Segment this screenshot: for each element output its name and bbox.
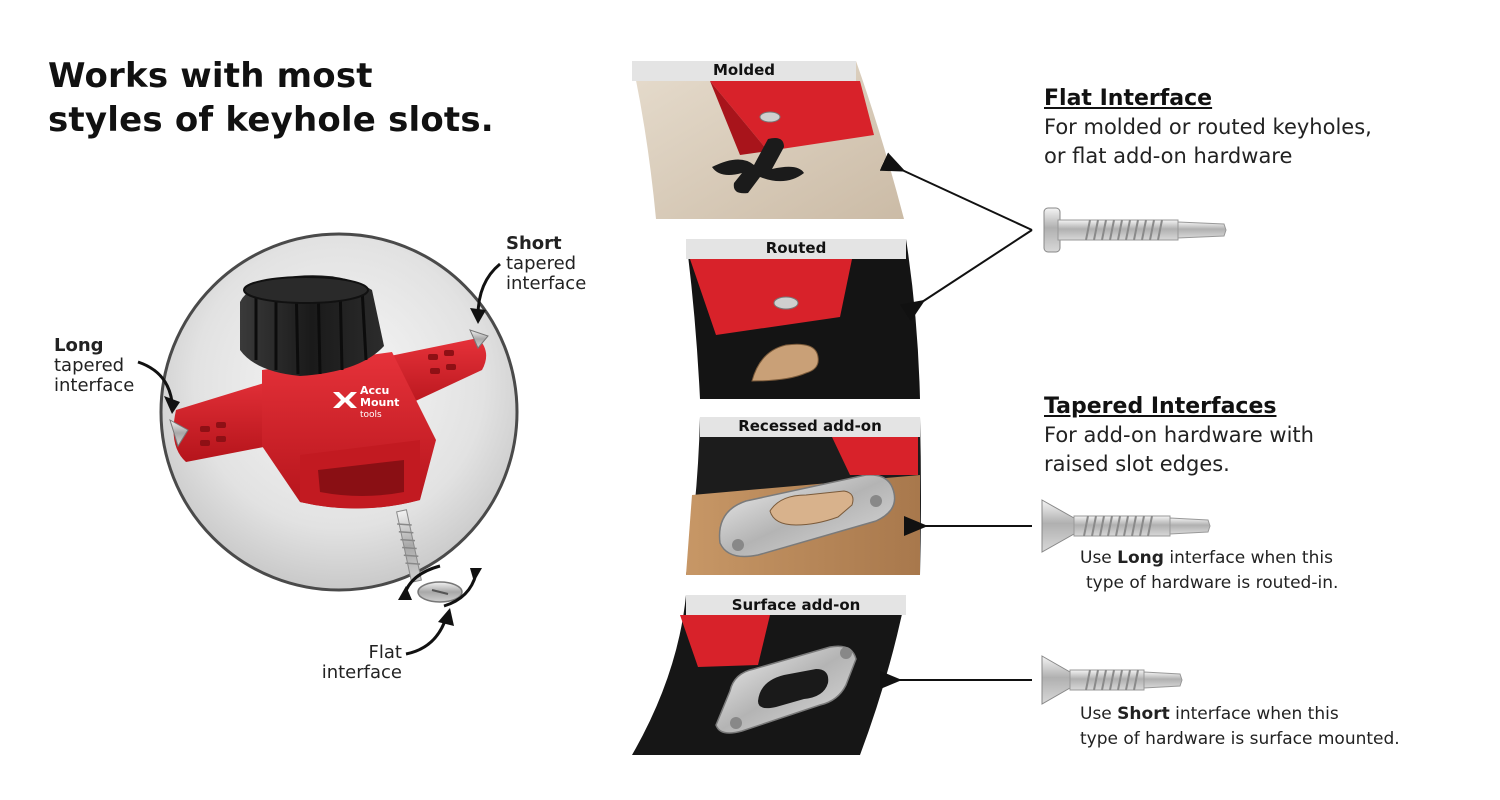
flat-interface-desc-1: For molded or routed keyholes, — [1044, 115, 1372, 139]
molded-slot-photo — [632, 61, 904, 219]
photo-label-surface: Surface add-on — [731, 596, 861, 614]
recessed-addon-photo — [686, 417, 921, 575]
slot-photo-column — [632, 61, 921, 755]
short-callout-line-1: tapered — [506, 253, 577, 274]
short-callout-title: Short — [506, 233, 562, 254]
keyhole-icon — [751, 343, 819, 382]
short-tapered-screw-icon — [1041, 655, 1183, 705]
flat-interface-desc-2: or flat add-on hardware — [1044, 144, 1293, 168]
flat-interface-title: Flat Interface — [1044, 86, 1213, 111]
photo-label-recessed: Recessed add-on — [738, 417, 882, 435]
long-callout-title: Long — [54, 335, 104, 356]
screw-icon — [396, 509, 463, 603]
photo-label-routed: Routed — [765, 239, 827, 257]
flat-interface-section: Flat Interface For molded or routed keyh… — [1044, 86, 1372, 171]
long-interface-note: Use Long interface when this type of har… — [1080, 546, 1338, 596]
long-tapered-screw-icon — [1041, 499, 1211, 553]
accumount-tool: Accu Mount tools — [169, 275, 489, 509]
accumount-logo: Accu Mount tools — [333, 384, 399, 420]
headline: Works with most styles of keyhole slots. — [48, 54, 494, 142]
long-curved-arrow-icon — [137, 360, 174, 403]
flat-callout-line-2: interface — [321, 662, 402, 683]
short-interface-note: Use Short interface when this type of ha… — [1080, 702, 1400, 752]
short-callout-line-2: interface — [506, 273, 587, 294]
keyhole-icon — [712, 138, 804, 194]
long-callout-line-2: interface — [54, 375, 135, 396]
tapered-interfaces-section: Tapered Interfaces For add-on hardware w… — [1044, 394, 1314, 479]
routed-slot-photo — [686, 239, 920, 399]
logo-line-2: Mount — [360, 396, 399, 409]
arrowhead-icon — [398, 586, 412, 600]
short-note-pre: Use — [1080, 704, 1118, 724]
keyhole-icon — [758, 669, 829, 709]
short-interface-callout: Short tapered interface — [506, 234, 586, 294]
product-illustration: Accu Mount tools — [137, 232, 519, 656]
long-note-post: interface when this — [1163, 548, 1333, 568]
tapered-interfaces-title: Tapered Interfaces — [1044, 394, 1277, 419]
keyhole-icon — [769, 490, 854, 526]
tapered-interfaces-desc-2: raised slot edges. — [1044, 452, 1230, 476]
headline-line-2: styles of keyhole slots. — [48, 100, 494, 140]
connector-arrows — [880, 152, 1227, 705]
flat-callout-line-1: Flat — [368, 642, 402, 663]
long-interface-tip — [169, 418, 189, 448]
short-interface-tip — [469, 329, 489, 349]
logo-line-3: tools — [360, 410, 382, 420]
long-note-bold: Long — [1117, 548, 1164, 568]
flat-interface-callout: Flat interface — [316, 643, 402, 683]
long-callout-line-1: tapered — [54, 355, 125, 376]
arrow-icon — [899, 229, 1033, 322]
short-note-post: interface when this — [1169, 704, 1339, 724]
flat-curved-arrow-icon — [405, 617, 448, 656]
short-note-bold: Short — [1117, 704, 1170, 724]
photo-label-molded: Molded — [712, 61, 776, 79]
tapered-interfaces-desc-1: For add-on hardware with — [1044, 423, 1314, 447]
long-note-line-2: type of hardware is routed-in. — [1086, 573, 1339, 593]
surface-addon-photo — [632, 595, 906, 755]
headline-line-1: Works with most — [48, 56, 373, 96]
arrow-icon — [880, 152, 1033, 231]
logo-line-1: Accu — [360, 384, 389, 397]
flat-screw-icon — [1043, 207, 1227, 253]
arrowhead-icon — [470, 568, 482, 582]
long-note-pre: Use — [1080, 548, 1118, 568]
short-note-line-2: type of hardware is surface mounted. — [1080, 729, 1400, 749]
long-interface-callout: Long tapered interface — [54, 336, 134, 396]
